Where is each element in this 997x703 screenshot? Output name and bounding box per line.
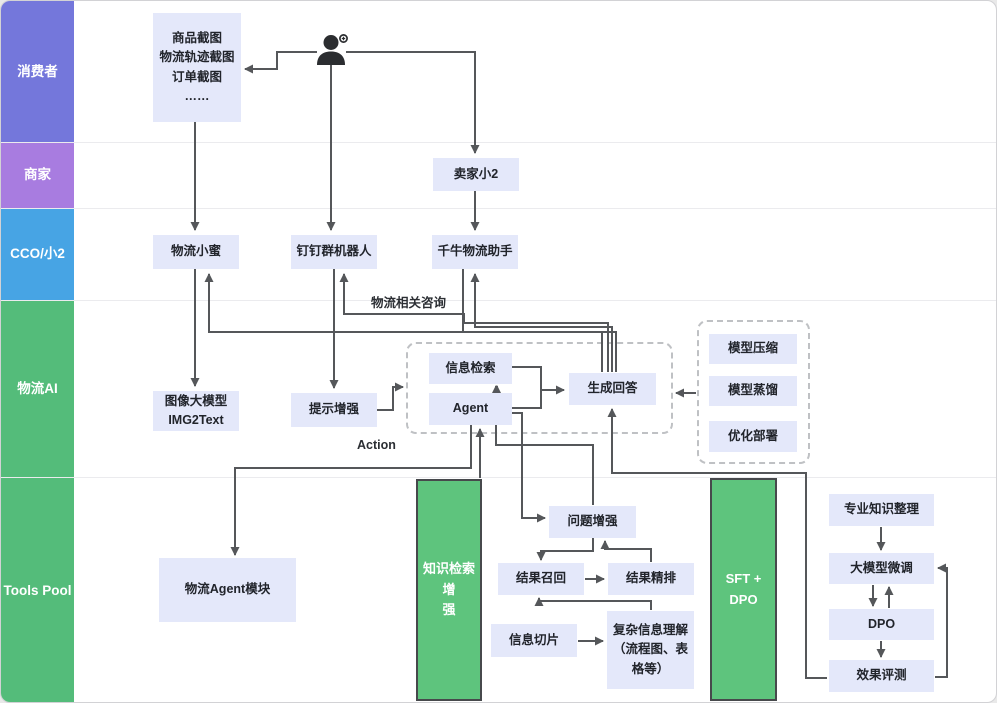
user-icon — [317, 34, 348, 65]
lane-divider — [1, 477, 996, 478]
node-label: 效果评测 — [856, 668, 907, 683]
lane-band-2: CCO/小2 — [1, 208, 74, 300]
node-label: 钉钉群机器人 — [296, 244, 372, 259]
lane-label: 商家 — [24, 167, 51, 183]
lane-band-4: Tools Pool — [1, 477, 74, 702]
node-label: 格等） — [631, 661, 670, 676]
edge-complex-to-recall — [534, 597, 652, 610]
node-answer-generate[interactable]: 生成回答 — [569, 373, 656, 405]
node-llm-finetune[interactable]: 大模型微调 — [829, 553, 934, 584]
edge-agent-to-qenhance — [512, 412, 546, 523]
lane-band-1: 商家 — [1, 142, 74, 208]
lane-divider — [1, 142, 996, 143]
node-label: 强 — [442, 602, 456, 618]
lane-label: Tools Pool — [3, 582, 72, 598]
node-label: 商品截图 — [171, 30, 222, 45]
node-label: 知识检索增 — [422, 560, 475, 597]
edge-qenhance-to-recall — [536, 538, 594, 561]
node-knowledge-retrieval-enhance[interactable]: 知识检索增强 — [416, 479, 482, 701]
user-head — [323, 35, 339, 50]
node-qianniu-assistant[interactable]: 千牛物流助手 — [432, 235, 518, 269]
node-wuliu-xiaomi[interactable]: 物流小蜜 — [153, 235, 239, 269]
group-agent-group — [406, 342, 673, 434]
node-label: 千牛物流助手 — [437, 244, 513, 259]
node-label: 模型压缩 — [727, 341, 778, 356]
node-model-compress[interactable]: 模型压缩 — [709, 334, 797, 364]
node-image-model[interactable]: 图像大模型 IMG2Text — [153, 391, 239, 431]
node-label: （流程图、表 — [612, 642, 688, 657]
node-prompt-enhance[interactable]: 提示增强 — [291, 393, 377, 427]
node-logistics-agent-module[interactable]: 物流Agent模块 — [159, 558, 296, 622]
edge-eval-loop-to-finetune — [935, 563, 948, 678]
node-sft-dpo[interactable]: SFT + DPO — [710, 478, 777, 701]
node-info-retrieval[interactable]: 信息检索 — [429, 353, 512, 384]
lane-label: 消费者 — [17, 63, 58, 79]
node-optimize-deploy[interactable]: 优化部署 — [709, 421, 797, 452]
node-label: 卖家小2 — [453, 166, 499, 181]
node-label: …… — [184, 88, 210, 103]
node-seller-xiao2[interactable]: 卖家小2 — [433, 158, 519, 191]
node-label: 结果精排 — [625, 571, 676, 586]
node-info-slice[interactable]: 信息切片 — [491, 624, 577, 657]
node-label: 物流轨迹截图 — [159, 50, 235, 65]
node-label: 信息检索 — [445, 360, 496, 375]
node-complex-info-understand[interactable]: 复杂信息理解 （流程图、表格等） — [607, 611, 694, 689]
node-question-enhance[interactable]: 问题增强 — [549, 506, 636, 538]
node-label: SFT + — [725, 570, 762, 586]
node-dingding-bot[interactable]: 钉钉群机器人 — [291, 235, 377, 269]
edge-answer-return-qianniu — [470, 273, 613, 372]
lane-label: CCO/小2 — [10, 246, 65, 262]
node-model-distill[interactable]: 模型蒸馏 — [709, 376, 797, 406]
lane-divider — [1, 208, 996, 209]
node-label: DPO — [729, 591, 758, 607]
action-label: Action — [357, 438, 396, 452]
node-label: Agent — [452, 401, 489, 416]
node-label: 物流小蜜 — [170, 244, 221, 259]
edge-user-to-seller-xiao2 — [346, 51, 480, 154]
lane-band-3: 物流AI — [1, 300, 74, 477]
user-body — [317, 51, 345, 65]
edge-agent-to-answer-junction — [512, 390, 542, 409]
node-label: 物流Agent模块 — [184, 582, 271, 597]
edge-prompt-to-agent-group — [377, 382, 404, 411]
node-result-rerank[interactable]: 结果精排 — [608, 563, 694, 595]
node-label: 生成回答 — [587, 381, 638, 396]
user-badge-plus — [341, 36, 346, 41]
edge-agent-to-logistics-module — [230, 425, 472, 556]
lane-band-0: 消费者 — [1, 1, 74, 142]
lane-label: 物流AI — [17, 380, 58, 396]
edge-retrieval-to-answer — [512, 366, 565, 395]
node-label: 图像大模型 — [164, 393, 228, 408]
node-label: 大模型微调 — [850, 560, 913, 575]
edge-user-to-screenshots — [244, 51, 317, 74]
node-consumer-screenshots[interactable]: 商品截图物流轨迹截图订单截图 …… — [153, 13, 241, 122]
edge-rerank-to-qenhance — [600, 540, 652, 562]
node-label: IMG2Text — [168, 413, 224, 427]
node-label: 问题增强 — [567, 514, 618, 529]
logistics-consult-label: 物流相关咨询 — [371, 296, 447, 310]
node-label: 模型蒸馏 — [727, 383, 778, 398]
node-effect-eval[interactable]: 效果评测 — [829, 660, 934, 692]
node-label: 订单截图 — [171, 69, 222, 84]
node-dpo[interactable]: DPO — [829, 609, 934, 640]
node-label: 结果召回 — [515, 571, 566, 586]
edge-eval-to-answer — [607, 408, 827, 679]
node-label: 复杂信息理解 — [612, 622, 688, 637]
node-result-recall[interactable]: 结果召回 — [498, 563, 584, 595]
node-label: 优化部署 — [727, 428, 778, 443]
group-model-optimize-group — [697, 320, 810, 464]
lane-divider — [1, 300, 996, 301]
node-agent[interactable]: Agent — [429, 393, 512, 425]
edge-answer-return-xiaomi — [204, 273, 617, 372]
node-expert-knowledge[interactable]: 专业知识整理 — [829, 494, 934, 526]
node-label: 信息切片 — [508, 632, 559, 647]
node-label: 专业知识整理 — [843, 502, 919, 517]
node-label: DPO — [867, 616, 896, 631]
node-label: 提示增强 — [308, 402, 359, 417]
